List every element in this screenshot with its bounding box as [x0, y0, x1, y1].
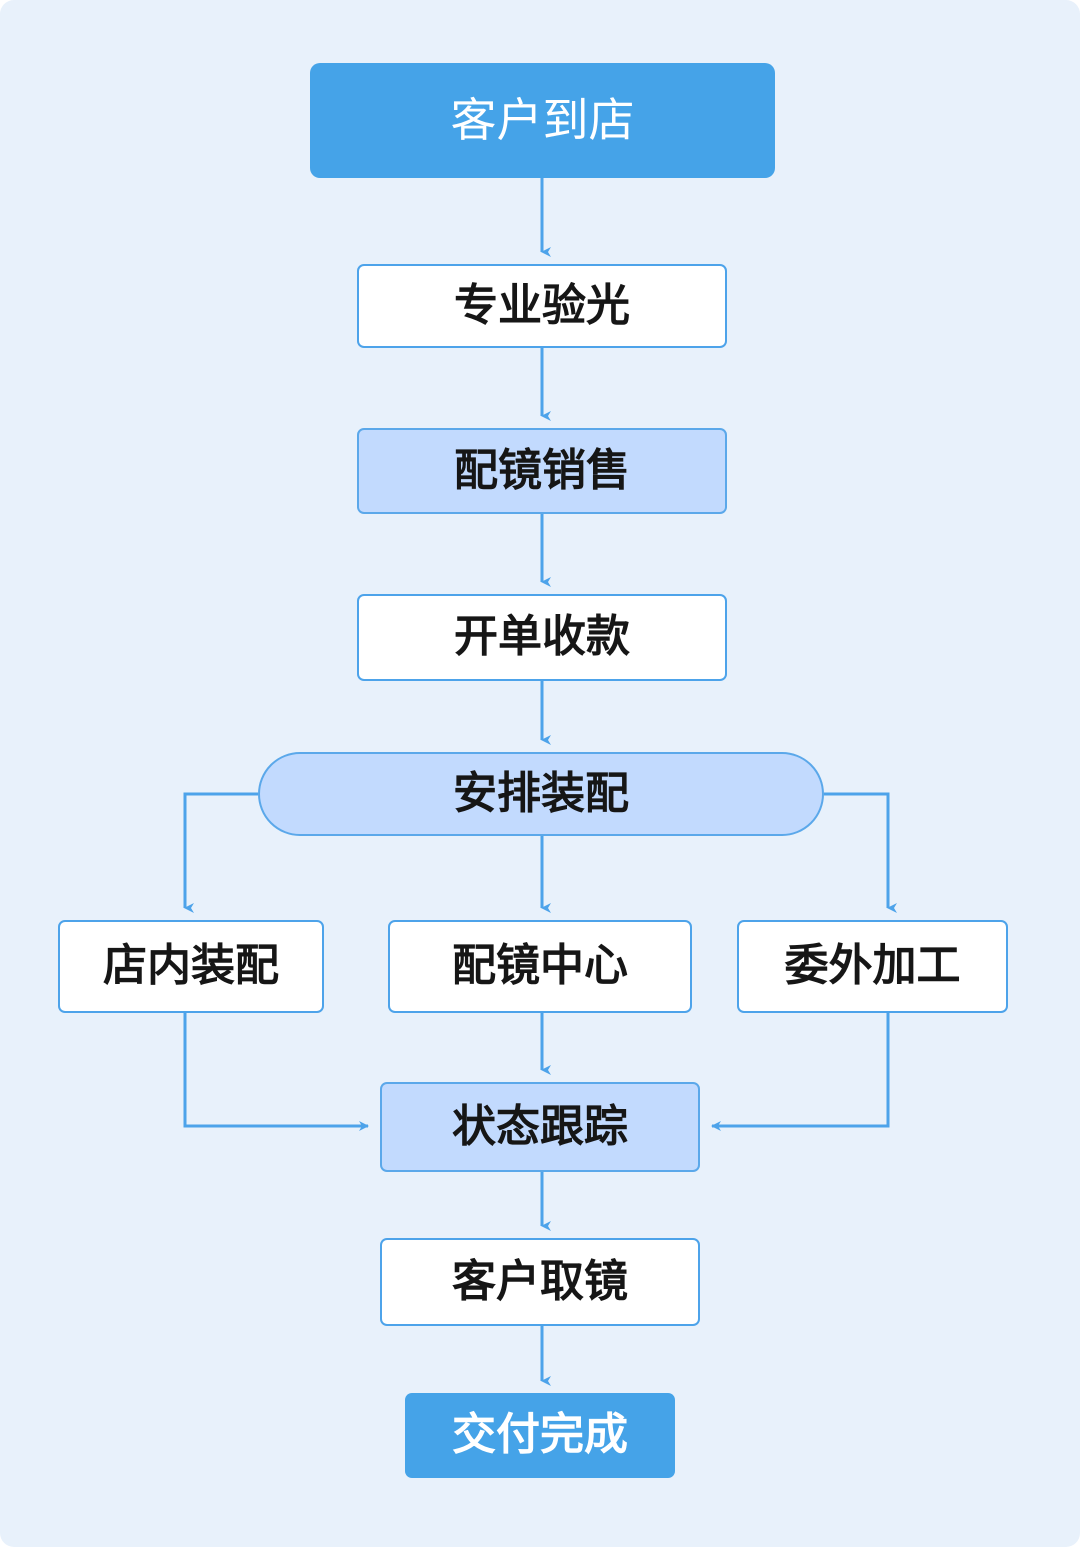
node-label: 配镜销售	[454, 445, 630, 495]
node-label: 安排装配	[453, 768, 629, 818]
edge-assembly-to-instore	[183, 792, 258, 913]
node-delivery-complete[interactable]: 交付完成	[405, 1393, 675, 1478]
node-arrange-assembly[interactable]: 安排装配	[258, 752, 824, 836]
node-professional-optometry[interactable]: 专业验光	[357, 264, 727, 348]
node-label: 委外加工	[784, 941, 961, 991]
node-customer-arrives[interactable]: 客户到店	[310, 63, 775, 178]
node-label: 店内装配	[103, 941, 279, 991]
node-label: 状态跟踪	[452, 1101, 628, 1151]
node-label: 交付完成	[452, 1410, 628, 1460]
node-label: 专业验光	[454, 280, 630, 330]
node-label: 开单收款	[454, 612, 630, 662]
node-glasses-sales[interactable]: 配镜销售	[357, 428, 727, 514]
node-customer-pickup[interactable]: 客户取镜	[380, 1238, 700, 1326]
node-billing-payment[interactable]: 开单收款	[357, 594, 727, 681]
node-lens-center[interactable]: 配镜中心	[388, 920, 692, 1013]
edge-assembly-to-outsourcing	[824, 792, 897, 913]
node-label: 客户取镜	[452, 1256, 628, 1306]
node-in-store-assembly[interactable]: 店内装配	[58, 920, 324, 1013]
node-outsourced-processing[interactable]: 委外加工	[737, 920, 1008, 1013]
node-label: 配镜中心	[452, 941, 628, 991]
node-label: 客户到店	[450, 94, 635, 147]
edge-outsourcing-to-tracking	[711, 1013, 890, 1131]
edge-instore-to-tracking	[183, 1013, 369, 1131]
node-status-tracking[interactable]: 状态跟踪	[380, 1082, 700, 1172]
